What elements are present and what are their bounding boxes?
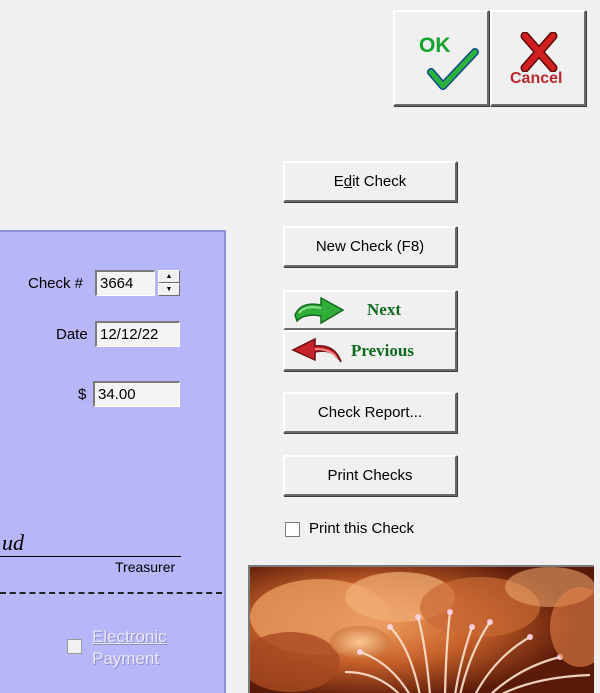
- next-button[interactable]: Next: [283, 290, 457, 330]
- print-this-check-label[interactable]: Print this Check: [309, 520, 415, 537]
- check-panel: Check # ▲ ▼ Date $ ud Treasurer Electron…: [0, 230, 226, 693]
- check-report-button[interactable]: Check Report...: [283, 392, 457, 433]
- edit-check-button[interactable]: Edit Check: [283, 161, 457, 202]
- edit-check-label: Edit Check: [333, 173, 407, 190]
- cancel-label: Cancel: [510, 70, 563, 87]
- new-check-button[interactable]: New Check (F8): [283, 226, 457, 267]
- spin-up-button[interactable]: ▲: [158, 270, 180, 283]
- anemone-photo: [248, 565, 594, 693]
- check-number-label: Check #: [28, 275, 84, 292]
- electronic-payment-label: Electronic Payment: [92, 627, 167, 668]
- electronic-payment-checkbox[interactable]: [67, 639, 82, 654]
- cancel-button[interactable]: Cancel: [490, 10, 586, 106]
- check-number-stepper[interactable]: ▲ ▼: [158, 270, 180, 296]
- arrow-left-icon: [291, 337, 342, 363]
- date-input[interactable]: [95, 321, 180, 347]
- amount-label: $: [78, 386, 87, 403]
- treasurer-label: Treasurer: [115, 559, 176, 575]
- checkmark-icon: [427, 48, 479, 90]
- date-label: Date: [56, 326, 88, 343]
- signature-line: [0, 556, 181, 557]
- spin-down-button[interactable]: ▼: [158, 283, 180, 296]
- print-checks-button[interactable]: Print Checks: [283, 455, 457, 496]
- dashed-separator: [0, 592, 222, 594]
- anemone-image: [250, 567, 594, 693]
- print-checks-label: Print Checks: [327, 467, 413, 484]
- previous-button[interactable]: Previous: [283, 330, 457, 371]
- ok-button[interactable]: OK: [393, 10, 489, 106]
- close-x-icon: [520, 32, 558, 72]
- check-number-input[interactable]: [95, 270, 155, 296]
- ok-label: OK: [419, 34, 451, 57]
- new-check-label: New Check (F8): [315, 238, 425, 255]
- print-this-check-checkbox[interactable]: [285, 522, 300, 537]
- next-label: Next: [367, 300, 401, 319]
- signature-fragment: ud: [2, 530, 24, 555]
- previous-label: Previous: [351, 341, 414, 360]
- amount-input[interactable]: [93, 381, 180, 407]
- check-report-label: Check Report...: [317, 404, 423, 421]
- arrow-right-icon: [294, 296, 345, 325]
